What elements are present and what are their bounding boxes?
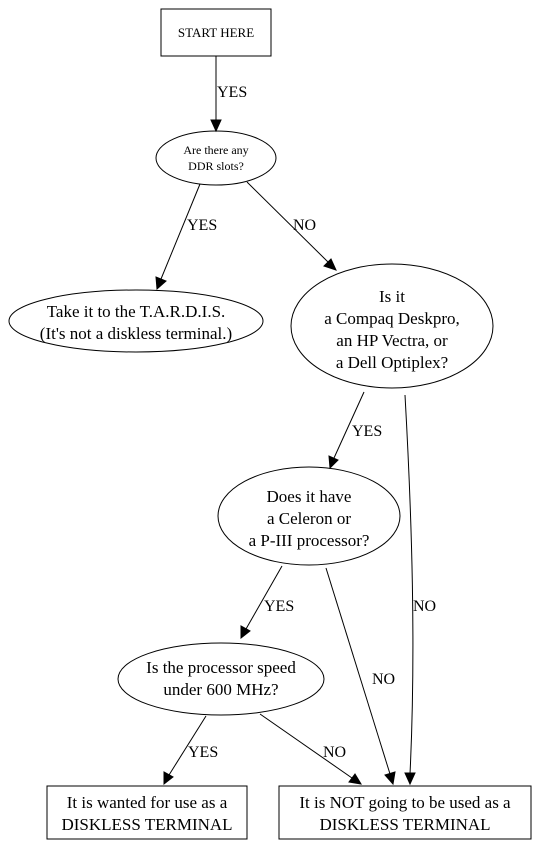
node-speed-question: Is the processor speed under 600 MHz? xyxy=(117,642,325,716)
ddr-question-line-1: Are there any xyxy=(183,143,248,157)
processor-question-ellipse xyxy=(217,466,401,566)
edge-processor-to-speed-label: YES xyxy=(264,598,294,615)
edge-ddr-to-brand: NO xyxy=(246,181,337,271)
ddr-question-ellipse xyxy=(155,130,277,186)
edge-processor-to-not-arrowhead xyxy=(384,771,396,786)
edge-brand-to-processor-line xyxy=(333,391,365,459)
edge-start-to-ddr: YES xyxy=(210,56,247,133)
edge-ddr-to-tardis-label: YES xyxy=(187,217,217,234)
node-ddr-question: Are there any DDR slots? xyxy=(155,130,277,186)
edge-processor-to-not: NO xyxy=(325,567,396,786)
edge-processor-to-speed: YES xyxy=(240,565,294,640)
tardis-line-2: (It's not a diskless terminal.) xyxy=(40,324,232,343)
not-wanted-line-1: It is NOT going to be used as a xyxy=(299,793,511,812)
node-processor-question: Does it have a Celeron or a P-III proces… xyxy=(217,466,401,566)
edge-speed-to-wanted-label: YES xyxy=(188,744,218,761)
brand-question-ellipse xyxy=(290,263,494,389)
edge-brand-to-processor-arrowhead xyxy=(328,455,339,470)
ddr-question-line-2: DDR slots? xyxy=(188,159,244,173)
node-tardis: Take it to the T.A.R.D.I.S. (It's not a … xyxy=(8,289,264,353)
not-wanted-box xyxy=(278,785,532,840)
edge-ddr-to-tardis-arrowhead xyxy=(155,276,167,291)
edge-speed-to-not-label: NO xyxy=(323,744,346,761)
edge-processor-to-not-line xyxy=(325,567,391,775)
edge-speed-to-not-arrowhead xyxy=(348,773,362,785)
edge-speed-to-not: NO xyxy=(259,713,362,785)
speed-question-ellipse xyxy=(117,642,325,716)
edge-ddr-to-brand-line xyxy=(246,181,329,263)
node-start: START HERE xyxy=(160,8,272,57)
speed-question-line-1: Is the processor speed xyxy=(146,658,296,677)
edge-ddr-to-brand-arrowhead xyxy=(323,258,337,271)
edge-processor-to-speed-arrowhead xyxy=(240,625,251,640)
edge-brand-to-processor-label: YES xyxy=(352,423,382,440)
edge-brand-to-not-label: NO xyxy=(413,598,436,615)
brand-question-line-1: Is it xyxy=(379,287,405,306)
speed-question-line-2: under 600 MHz? xyxy=(163,680,278,699)
edge-start-to-ddr-arrowhead xyxy=(210,119,222,133)
edge-processor-to-speed-line xyxy=(245,565,283,630)
edge-processor-to-not-label: NO xyxy=(372,671,395,688)
processor-question-line-3: a P-III processor? xyxy=(249,531,370,550)
wanted-line-2: DISKLESS TERMINAL xyxy=(61,815,232,834)
node-brand-question: Is it a Compaq Deskpro, an HP Vectra, or… xyxy=(290,263,494,389)
edge-speed-to-wanted-arrowhead xyxy=(163,771,174,786)
edge-brand-to-not-arrowhead xyxy=(404,772,416,786)
edge-ddr-to-tardis: YES xyxy=(155,183,217,291)
processor-question-line-1: Does it have xyxy=(267,487,352,506)
edge-brand-to-not: NO xyxy=(404,394,436,786)
wanted-box xyxy=(46,785,248,840)
edge-ddr-to-tardis-line xyxy=(160,183,201,280)
wanted-line-1: It is wanted for use as a xyxy=(67,793,228,812)
node-not-wanted: It is NOT going to be used as a DISKLESS… xyxy=(278,785,532,840)
edge-speed-to-wanted-line xyxy=(168,715,207,776)
edge-brand-to-processor: YES xyxy=(328,391,382,470)
edge-ddr-to-brand-label: NO xyxy=(293,217,316,234)
edge-brand-to-not-line xyxy=(404,394,414,775)
brand-question-line-3: an HP Vectra, or xyxy=(336,331,448,350)
node-wanted: It is wanted for use as a DISKLESS TERMI… xyxy=(46,785,248,840)
start-box xyxy=(160,8,272,57)
tardis-line-1: Take it to the T.A.R.D.I.S. xyxy=(47,302,226,321)
edge-start-to-ddr-label: YES xyxy=(217,84,247,101)
processor-question-line-2: a Celeron or xyxy=(267,509,351,528)
start-label: START HERE xyxy=(178,25,254,40)
tardis-ellipse xyxy=(8,289,264,353)
brand-question-line-2: a Compaq Deskpro, xyxy=(324,309,460,328)
brand-question-line-4: a Dell Optiplex? xyxy=(336,353,448,372)
not-wanted-line-2: DISKLESS TERMINAL xyxy=(319,815,490,834)
edge-speed-to-wanted: YES xyxy=(163,715,218,786)
edge-speed-to-not-line xyxy=(259,713,353,779)
